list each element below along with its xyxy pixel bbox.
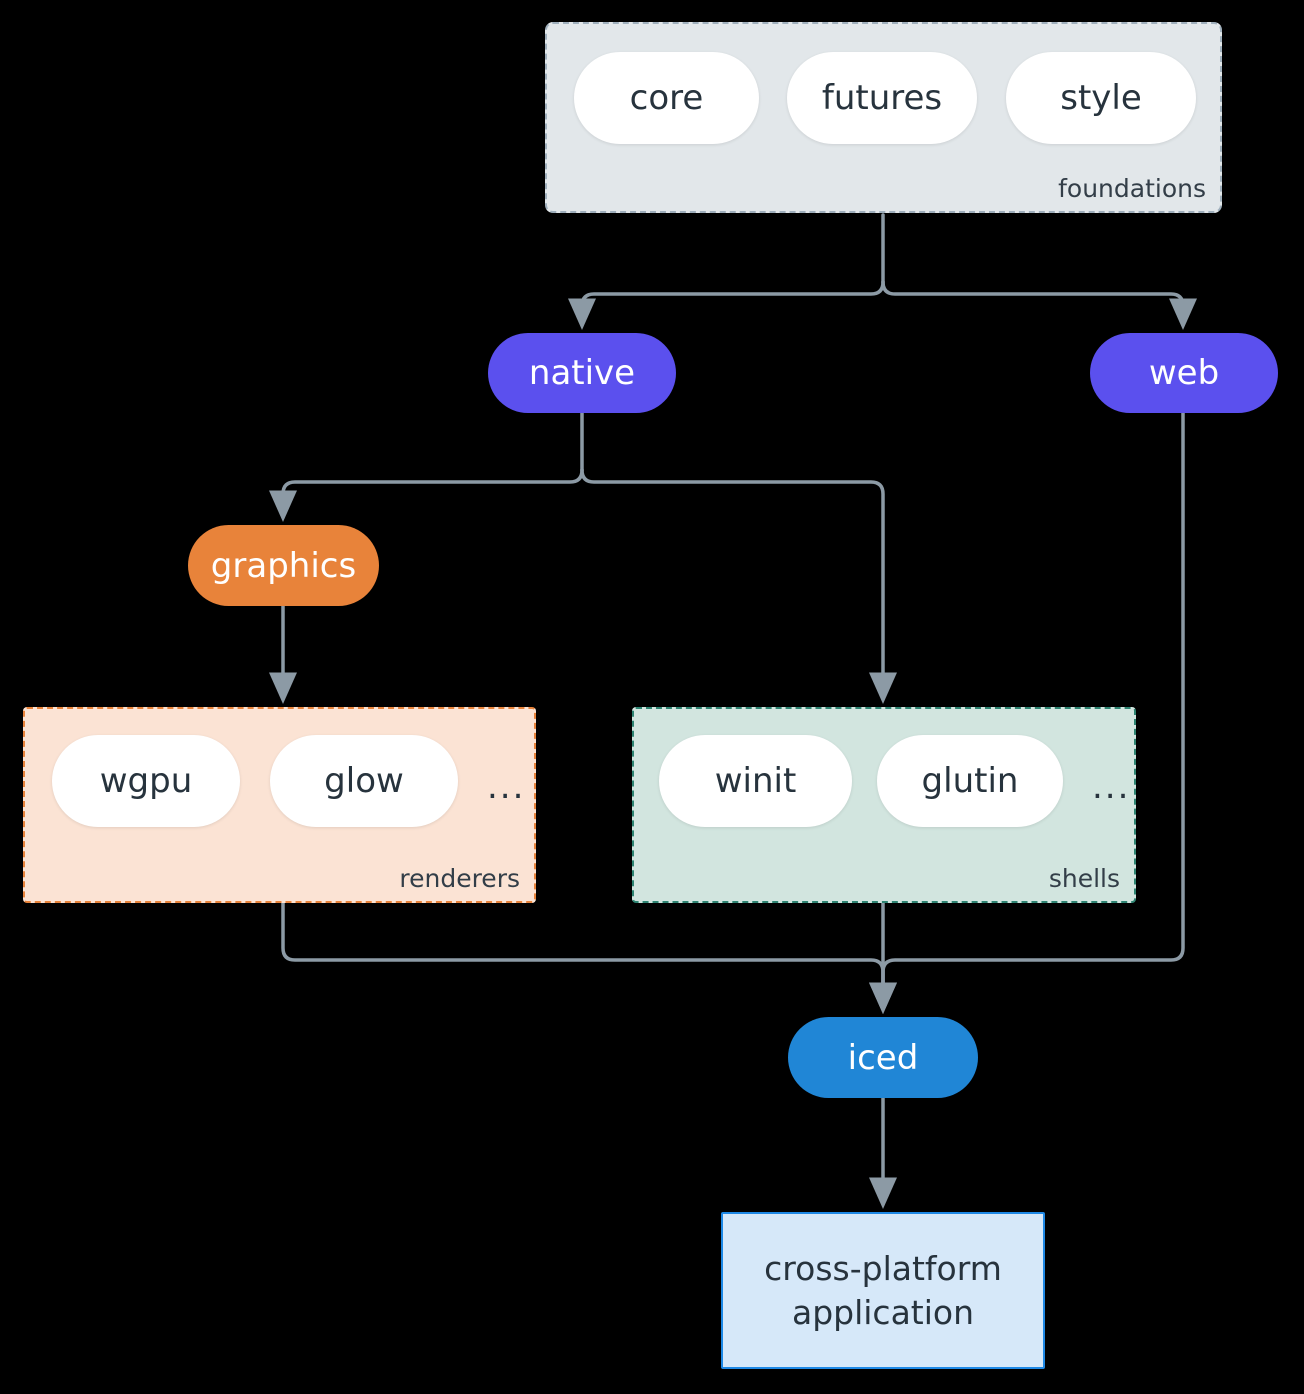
cluster-shells: winit glutin ... shells — [632, 707, 1136, 903]
renderers-ellipsis: ... — [487, 767, 526, 807]
member-glutin[interactable]: glutin — [877, 735, 1063, 827]
edge-foundations-to-native — [568, 280, 885, 330]
app-label-line-1: cross-platform — [764, 1248, 1002, 1288]
shells-ellipsis: ... — [1092, 767, 1131, 807]
cluster-label-shells: shells — [1048, 864, 1120, 893]
member-core[interactable]: core — [574, 52, 759, 144]
member-glow[interactable]: glow — [270, 735, 458, 827]
node-native[interactable]: native — [488, 333, 676, 413]
cluster-label-renderers: renderers — [399, 864, 520, 893]
member-winit[interactable]: winit — [659, 735, 852, 827]
node-graphics[interactable]: graphics — [188, 525, 379, 606]
cluster-label-foundations: foundations — [1058, 174, 1206, 203]
edge-native-to-shells — [580, 468, 897, 704]
cluster-foundations: core futures style foundations — [545, 22, 1222, 213]
node-iced[interactable]: iced — [788, 1017, 978, 1098]
node-web[interactable]: web — [1090, 333, 1278, 413]
cluster-renderers: wgpu glow ... renderers — [23, 707, 536, 903]
member-style[interactable]: style — [1006, 52, 1196, 144]
member-futures[interactable]: futures — [787, 52, 977, 144]
node-cross-platform-application[interactable]: cross-platform application — [721, 1212, 1045, 1369]
member-wgpu[interactable]: wgpu — [52, 735, 240, 827]
app-label-line-2: application — [791, 1292, 975, 1332]
edge-native-to-graphics — [269, 468, 584, 522]
edge-foundations-to-web — [881, 280, 1197, 330]
edge-renderers-to-iced — [281, 901, 897, 1014]
